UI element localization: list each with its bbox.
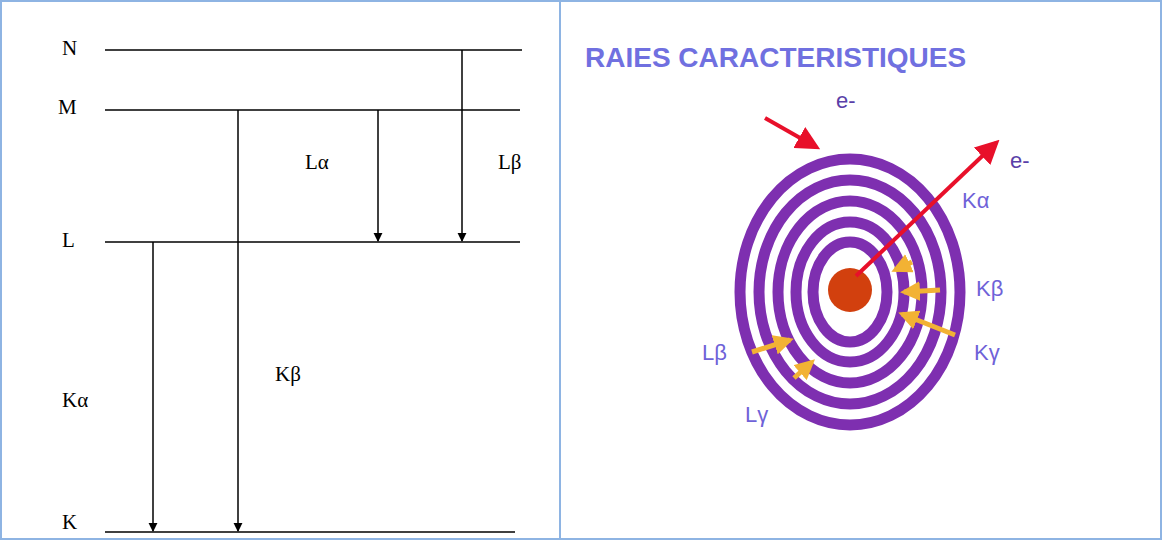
line-name: Lβ [498,150,522,174]
level-name: K [62,510,77,534]
ejected-electron [856,143,996,276]
electron-shells [740,159,960,425]
line-name: Kα [962,188,989,213]
level-name: L [62,228,75,252]
level-name: M [58,95,77,119]
line-name: Lγ [745,402,768,427]
electron-label: e- [1010,148,1030,173]
level-line [105,49,522,51]
line-name: Lα [305,150,329,174]
nucleus [828,268,872,312]
incident-electron [765,118,816,147]
level-name: N [62,36,77,60]
panel-title: RAIES CARACTERISTIQUES [585,42,966,74]
transition-arrow [377,110,379,241]
transition-arrow [237,110,239,531]
electron-label: e- [836,88,856,113]
transition-arrows [752,262,955,378]
level-line [105,531,515,533]
line-name: Kγ [974,340,1000,365]
divider [559,1,561,539]
line-name: Kβ [976,276,1003,301]
line-name: Kβ [275,362,301,386]
level-line [105,241,520,243]
line-name: Kα [62,388,88,412]
transition-arrow [152,242,154,531]
transition-arrow [461,50,463,241]
line-name: Lβ [702,340,727,365]
level-line [105,109,520,111]
